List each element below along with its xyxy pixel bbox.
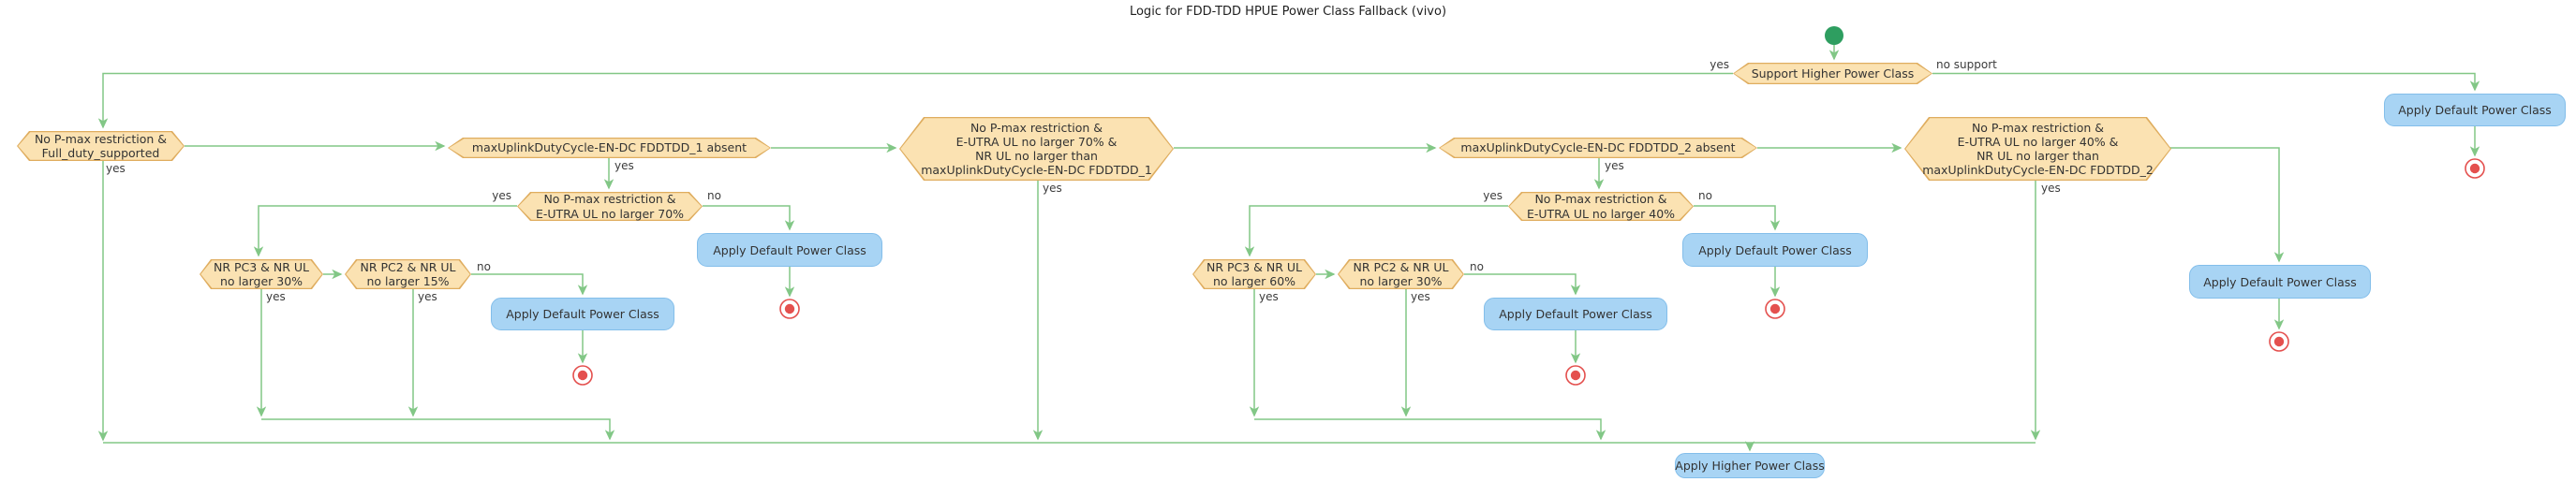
activity-apply-default-power-class-1: Apply Default Power Class xyxy=(491,298,674,330)
edge-join-right xyxy=(1254,418,1606,441)
edge-pc2-2-no xyxy=(1464,273,1581,296)
hexagon-shape xyxy=(1192,259,1316,289)
hexagon-shape xyxy=(1508,192,1694,221)
hexagon-shape xyxy=(1338,259,1464,289)
edge-label-c2-yes: yes xyxy=(1483,189,1503,202)
decision-no-pmax-eutra-70: No P-max restriction & E-UTRA UL no larg… xyxy=(517,192,703,221)
edge-pc2-1-no xyxy=(471,273,588,296)
end-node-2 xyxy=(779,299,800,319)
edge-label-c1-yes: yes xyxy=(492,189,511,202)
decision-no-pmax-full-duty: No P-max restriction & Full_duty_support… xyxy=(17,131,185,161)
decision-support-higher-power-class: Support Higher Power Class xyxy=(1733,63,1932,84)
hexagon-shape xyxy=(200,259,323,289)
decision-nr-pc3-30: NR PC3 & NR UL no larger 30% xyxy=(200,259,323,289)
edge-c1-yes xyxy=(253,205,517,257)
edge-label-pc2-1-no: no xyxy=(477,260,491,273)
edge-label-pc3-1-yes: yes xyxy=(266,290,286,303)
hexagon-shape xyxy=(1439,138,1757,158)
start-node xyxy=(1825,26,1843,45)
hexagon-shape xyxy=(17,131,185,161)
hexagon-shape xyxy=(1904,117,2171,181)
decision-maxuplinkdutycycle-fddtdd1-absent: maxUplinkDutyCycle-EN-DC FDDTDD_1 absent xyxy=(448,138,771,158)
end-node-6 xyxy=(2465,158,2485,179)
edge-c2-yes xyxy=(1244,205,1508,257)
edge-label-a1-yes: yes xyxy=(106,162,126,175)
decision-no-pmax-eutra-40: No P-max restriction & E-UTRA UL no larg… xyxy=(1508,192,1694,221)
edge-support-no-support xyxy=(1932,72,2480,92)
edge-label-pc3-2-yes: yes xyxy=(1259,290,1279,303)
edge-label-c2-no: no xyxy=(1698,189,1712,202)
hexagon-shape xyxy=(448,138,771,158)
edge-support-yes xyxy=(97,72,1733,129)
end-node-5 xyxy=(2269,331,2289,352)
decision-no-pmax-eutra70-nrul-fddtdd1: No P-max restriction & E-UTRA UL no larg… xyxy=(899,117,1174,181)
decision-nr-pc2-15: NR PC2 & NR UL no larger 15% xyxy=(345,259,471,289)
edge-label-support-yes: yes xyxy=(1710,58,1729,71)
edge-label-pc2-2-yes: yes xyxy=(1411,290,1430,303)
hexagon-shape xyxy=(899,117,1174,181)
edge-label-b2-yes: yes xyxy=(1605,159,1624,172)
hexagon-shape xyxy=(517,192,703,221)
decision-nr-pc2-30: NR PC2 & NR UL no larger 30% xyxy=(1338,259,1464,289)
end-node-4 xyxy=(1765,299,1785,319)
activity-apply-default-power-class-2: Apply Default Power Class xyxy=(697,233,882,267)
hexagon-shape xyxy=(345,259,471,289)
edge-c1-no xyxy=(703,205,795,231)
edge-label-d1-yes: yes xyxy=(1043,182,1062,195)
hexagon-shape xyxy=(1733,63,1932,84)
end-node-1 xyxy=(572,365,593,386)
edge-label-d2-yes: yes xyxy=(2041,182,2061,195)
edge-label-pc2-1-yes: yes xyxy=(418,290,437,303)
edge-c2-no xyxy=(1694,205,1781,231)
activity-apply-default-power-class-6: Apply Default Power Class xyxy=(2384,94,2566,126)
activity-apply-default-power-class-4: Apply Default Power Class xyxy=(1682,233,1868,267)
activity-apply-higher-power-class: Apply Higher Power Class xyxy=(1675,453,1825,478)
edge-label-pc2-2-no: no xyxy=(1470,260,1484,273)
edge-label-b1-yes: yes xyxy=(614,159,634,172)
edge-label-support-no-support: no support xyxy=(1936,58,1997,71)
activity-apply-default-power-class-3: Apply Default Power Class xyxy=(1484,298,1667,330)
edge-d2-else xyxy=(2167,147,2285,263)
decision-nr-pc3-60: NR PC3 & NR UL no larger 60% xyxy=(1192,259,1316,289)
edge-label-c1-no: no xyxy=(707,189,721,202)
activity-apply-default-power-class-5: Apply Default Power Class xyxy=(2189,265,2371,299)
decision-maxuplinkdutycycle-fddtdd2-absent: maxUplinkDutyCycle-EN-DC FDDTDD_2 absent xyxy=(1439,138,1757,158)
decision-no-pmax-eutra40-nrul-fddtdd2: No P-max restriction & E-UTRA UL no larg… xyxy=(1904,117,2171,181)
diagram-title: Logic for FDD-TDD HPUE Power Class Fallb… xyxy=(1129,5,1447,19)
edge-join-left xyxy=(261,418,615,441)
end-node-3 xyxy=(1565,365,1586,386)
